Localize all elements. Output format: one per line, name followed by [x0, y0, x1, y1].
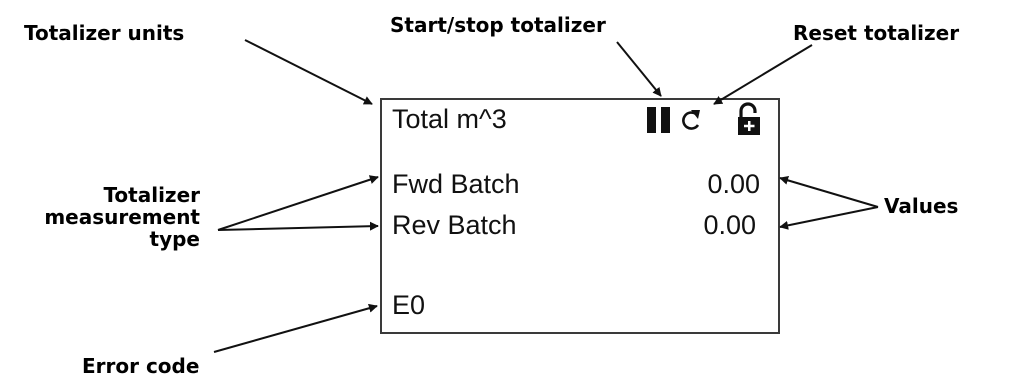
measurement-row-rev-value: 0.00 [703, 210, 756, 240]
callout-totalizer-units: Totalizer units [24, 21, 185, 45]
callout-error-code: Error code [82, 354, 200, 378]
callout-measurement-type: Totalizer measurement type [0, 184, 200, 250]
callout-measurement-type-line3: type [149, 227, 200, 251]
arrow-error-code [213, 303, 378, 353]
measurement-row-rev-label: Rev Batch [392, 210, 517, 240]
arrow-values-fwd [779, 175, 879, 208]
callout-reset: Reset totalizer [793, 21, 960, 45]
arrow-values-rev [779, 206, 879, 230]
units-label: Total m^3 [392, 104, 507, 134]
error-code-value: E0 [392, 290, 426, 320]
display-screen: Total m^3 Fwd Batch 0.00 [380, 98, 780, 334]
arrow-reset [713, 44, 813, 105]
callout-start-stop: Start/stop totalizer [390, 13, 606, 37]
measurement-row-fwd-label: Fwd Batch [392, 169, 520, 199]
measurement-row-fwd-value: 0.00 [707, 169, 760, 199]
arrow-measurement-fwd [217, 175, 379, 231]
arrow-start-stop [616, 41, 662, 97]
callout-values: Values [884, 194, 959, 218]
arrow-totalizer-units [244, 39, 373, 105]
refresh-icon[interactable] [678, 107, 704, 133]
unlock-icon[interactable] [736, 102, 762, 136]
callout-measurement-type-line1: Totalizer [103, 183, 200, 207]
pause-icon[interactable] [646, 106, 672, 134]
callout-measurement-type-line2: measurement [44, 205, 200, 229]
arrow-measurement-rev [217, 221, 379, 231]
